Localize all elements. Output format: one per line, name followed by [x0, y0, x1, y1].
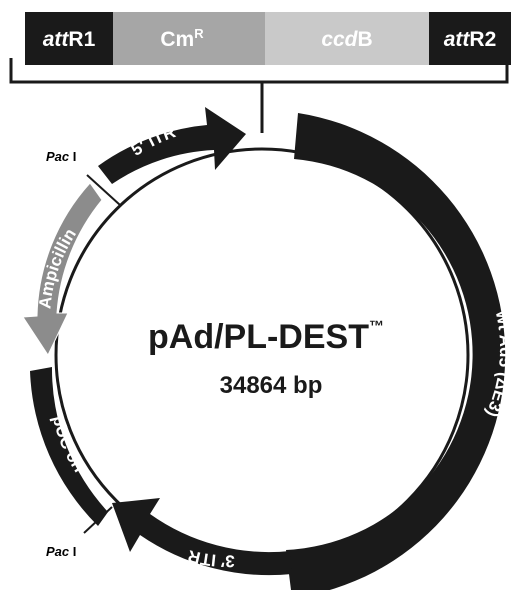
cmR-label: CmR: [160, 26, 204, 51]
pac-bottom-label: Pac I: [46, 544, 76, 559]
ccdB-label: ccdB: [321, 28, 372, 51]
attR1-label: attR1: [43, 28, 96, 51]
attR2-box: [429, 12, 511, 65]
attR2-label: attR2: [444, 28, 497, 51]
attR1-box: [25, 12, 113, 65]
pac-top-tick: [86, 174, 121, 206]
wt-ad5-feature: [286, 113, 506, 590]
cmR-box: [113, 12, 265, 65]
itr3-feature: [112, 498, 292, 576]
plasmid-size: 34864 bp: [220, 372, 323, 399]
cassette-bar: attR1 CmR ccdB attR2: [25, 12, 511, 65]
puc-ori-feature: [30, 367, 108, 526]
ampicillin-feature: [22, 182, 103, 357]
itr5-feature: [98, 107, 246, 184]
plasmid-name: pAd/PL-DEST™: [148, 318, 384, 356]
pac-bottom-tick: [83, 506, 113, 534]
ccdB-box: [265, 12, 429, 65]
pac-top-label: Pac I: [46, 149, 76, 164]
insertion-bracket: [9, 58, 509, 133]
